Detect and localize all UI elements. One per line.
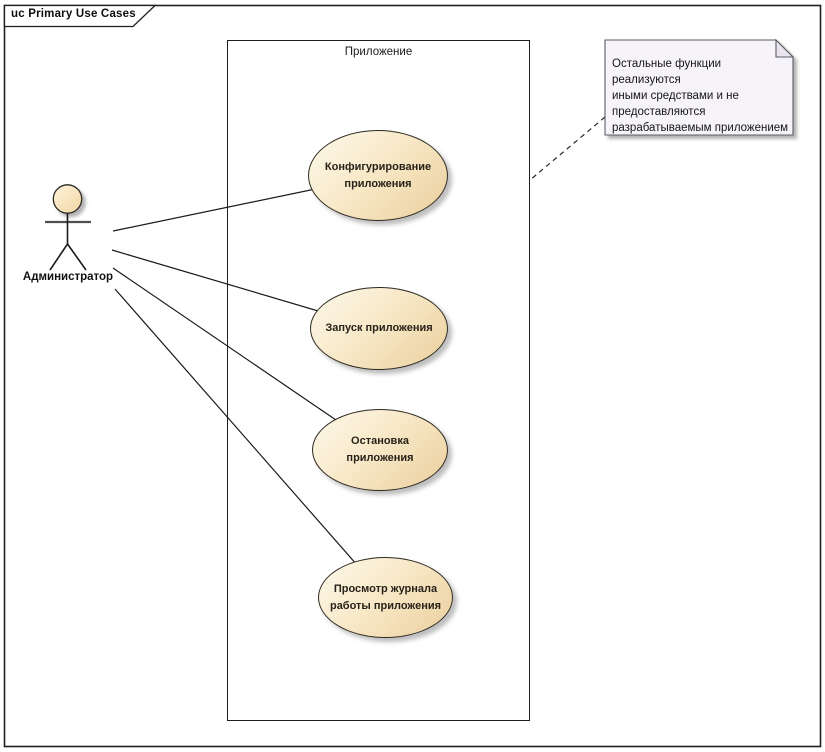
usecase-configure-application[interactable]: Конфигурирование приложения: [308, 130, 448, 221]
usecase-label-line: Остановка: [351, 435, 409, 447]
usecase-label-line: Конфигурирование: [324, 160, 432, 173]
actor-leg-left: [49, 243, 69, 271]
note-body: [604, 39, 794, 136]
actor-leg-right: [66, 243, 87, 271]
frame-title: uc Primary Use Cases: [11, 8, 136, 20]
note-text-line: разрабатываемым приложением: [612, 122, 789, 134]
note-text-line: иными средствами и не: [612, 90, 739, 102]
actor-name-label: Администратор: [22, 271, 114, 283]
usecase-stop-application[interactable]: Остановка приложения: [312, 409, 448, 491]
system-boundary-label: Приложение: [344, 46, 413, 58]
usecase-view-application-log[interactable]: Просмотр журнала работы приложения: [318, 557, 453, 638]
note-text: Остальные функции реализуются иными сред…: [612, 56, 790, 136]
note-fold-corner-icon: [775, 38, 795, 58]
note-text-line: предоставляются: [612, 106, 706, 118]
association-actor-viewlog: [114, 288, 387, 599]
note-text-line: Остальные функции реализуются: [612, 58, 722, 86]
frame-border: [3, 4, 822, 748]
usecase-label: Остановка приложения: [346, 433, 413, 467]
usecase-start-application[interactable]: Запуск приложения: [310, 287, 448, 370]
actor-figure[interactable]: [45, 184, 91, 271]
usecase-label-line: приложения: [346, 452, 414, 464]
usecase-label-line: Запуск приложения: [325, 322, 433, 334]
usecase-label: Конфигурирование приложения: [325, 159, 431, 193]
usecase-label-line: работы приложения: [329, 599, 442, 612]
note-shape[interactable]: [604, 38, 795, 136]
frame-title-tab: [3, 4, 157, 28]
usecase-label: Просмотр журнала работы приложения: [330, 581, 441, 615]
usecase-label-line: Просмотр журнала: [333, 582, 438, 595]
usecase-label: Запуск приложения: [325, 320, 432, 337]
note-link-dashed-line: [529, 116, 606, 181]
actor-head-icon: [52, 184, 83, 214]
usecase-label-line: приложения: [344, 177, 412, 190]
